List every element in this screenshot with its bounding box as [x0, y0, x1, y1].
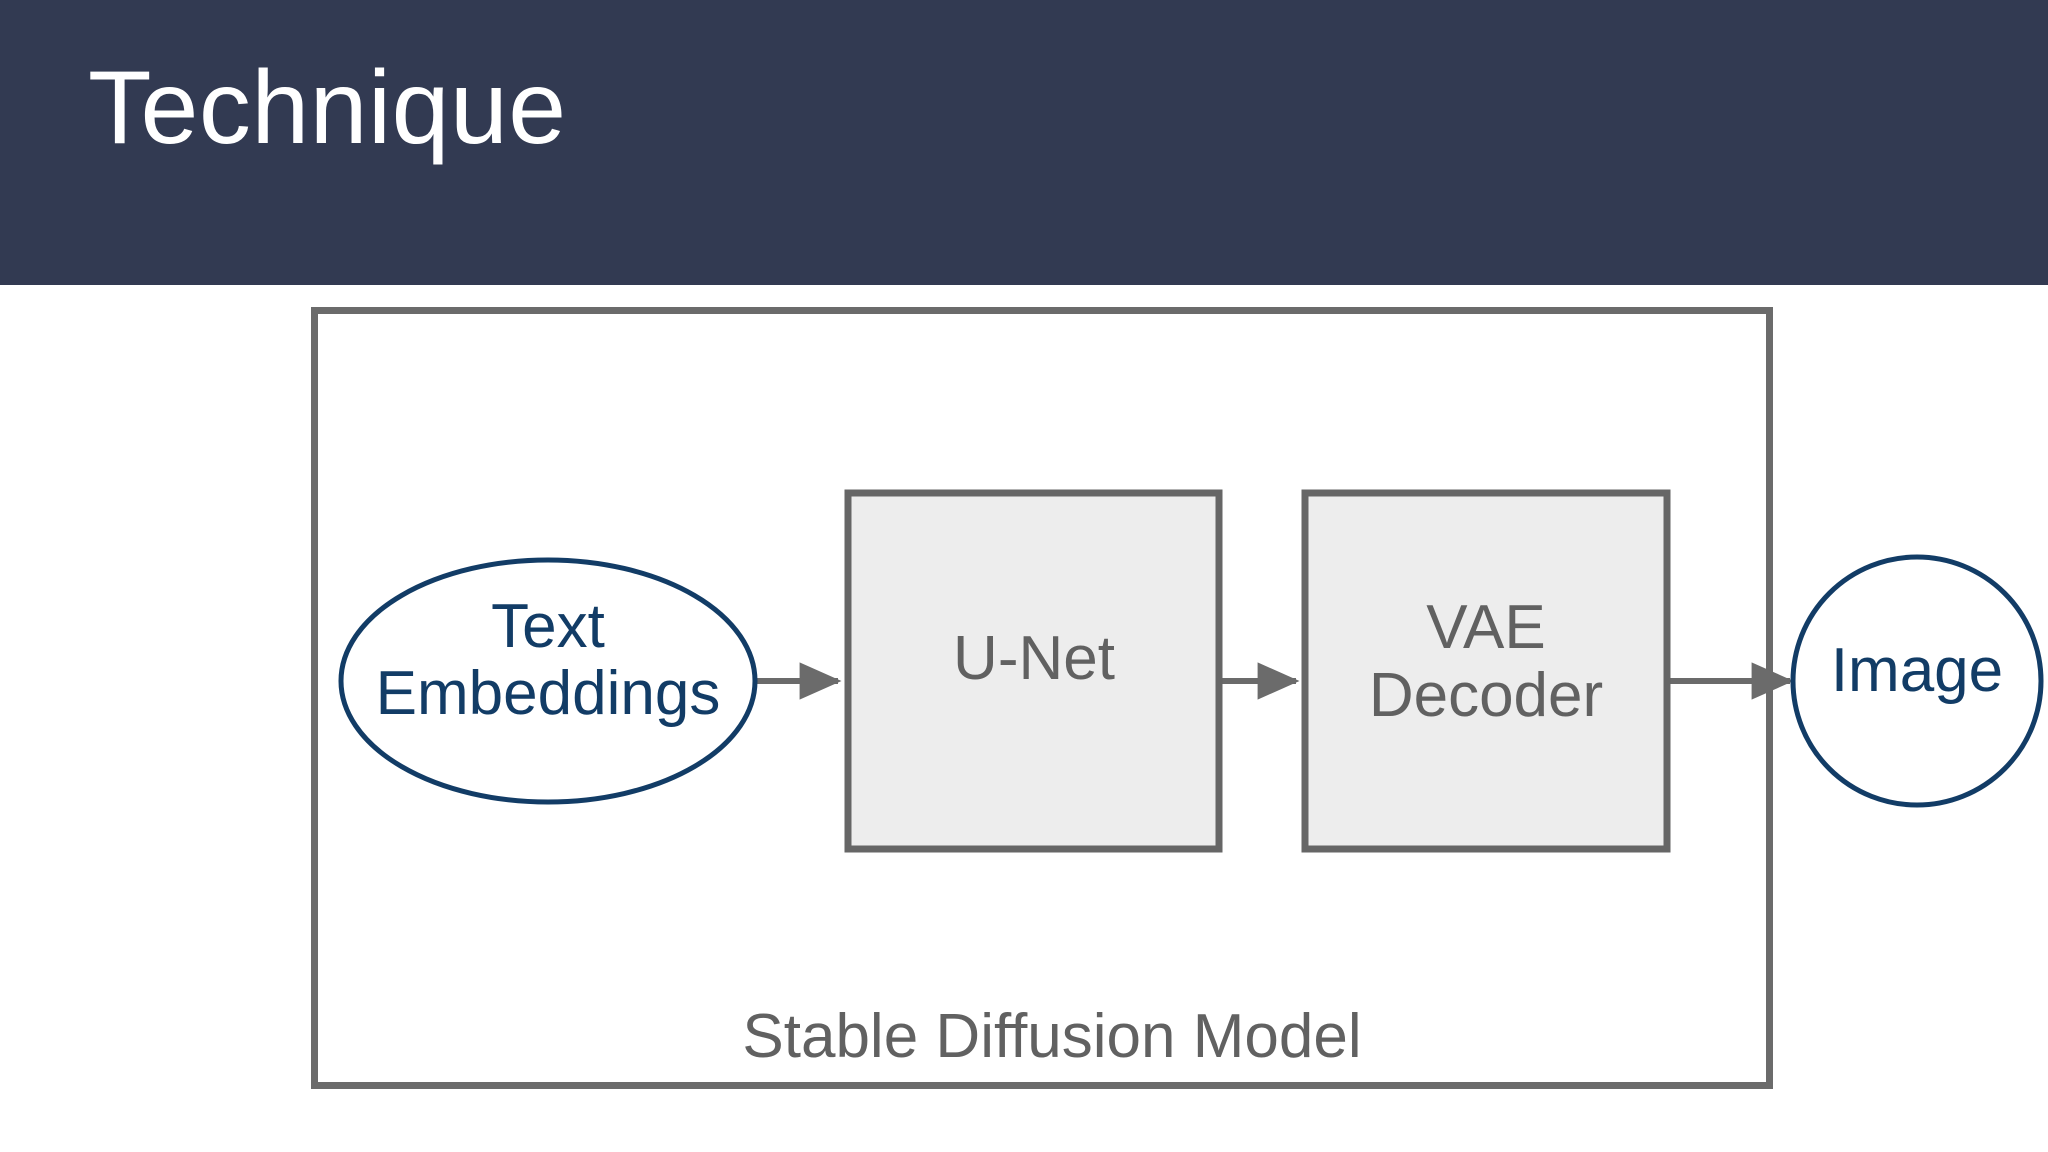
stable-diffusion-container-label: Stable Diffusion Model: [742, 1002, 1362, 1071]
node-label-text-embeddings: Text Embeddings: [375, 592, 721, 728]
node-vae-decoder[interactable]: [1301, 489, 1671, 853]
page-title: Technique: [88, 50, 567, 166]
node-image[interactable]: [1790, 554, 2044, 808]
node-label-vae-decoder: VAE Decoder: [1368, 593, 1604, 731]
node-u-net[interactable]: [844, 489, 1223, 853]
node-label-u-net: U-Net: [953, 624, 1115, 693]
node-text-embeddings[interactable]: [338, 557, 758, 805]
slide-header-bar: Technique: [0, 0, 2048, 285]
node-label-image: Image: [1830, 636, 2004, 705]
